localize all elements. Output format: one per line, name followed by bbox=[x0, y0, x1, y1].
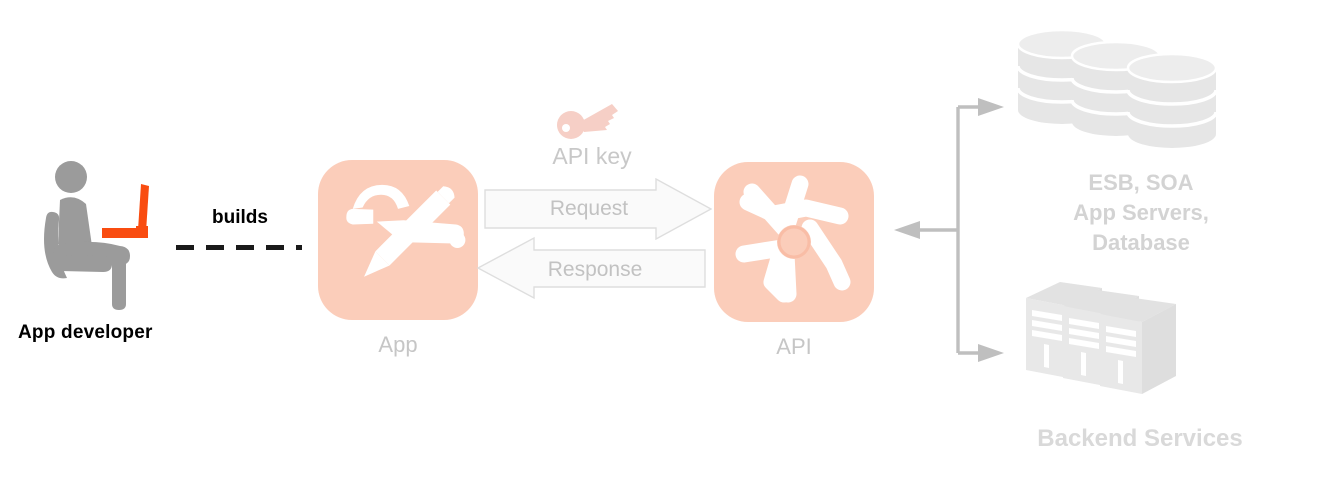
backend-connector-lines bbox=[890, 85, 1010, 375]
server-towers-icon bbox=[1026, 282, 1258, 394]
key-icon bbox=[556, 100, 622, 140]
app-node-label: App bbox=[378, 332, 418, 357]
arrow-right-icon bbox=[484, 177, 713, 241]
arrow-left-icon bbox=[894, 221, 920, 239]
api-hub-star-icon bbox=[735, 175, 851, 303]
builds-dashed-line bbox=[176, 245, 302, 250]
api-node-label: API bbox=[776, 334, 812, 359]
api-node-tile[interactable] bbox=[714, 162, 874, 322]
backend-top-label-line-1: ESB, SOA bbox=[1088, 170, 1194, 195]
app-developer-label: App developer bbox=[18, 322, 153, 343]
backend-top-label-line-3: Database bbox=[1092, 230, 1190, 255]
app-node-tile[interactable] bbox=[318, 160, 478, 320]
database-cylinders-icon bbox=[1016, 28, 1262, 155]
seated-developer-icon bbox=[40, 160, 180, 310]
arrow-up-right-icon bbox=[978, 98, 1004, 116]
builds-label: builds bbox=[212, 207, 268, 228]
backend-bottom-label: Backend Services bbox=[1037, 425, 1243, 452]
api-key-label: API key bbox=[552, 143, 632, 169]
arrow-left-icon bbox=[476, 236, 706, 300]
backend-top-label-line-2: App Servers, bbox=[1073, 200, 1209, 225]
backend-top-label: ESB, SOA App Servers, Database bbox=[1000, 168, 1282, 258]
request-label: Request bbox=[549, 197, 629, 220]
response-label: Response bbox=[547, 258, 643, 281]
wrench-and-pencil-icon bbox=[346, 184, 466, 277]
arrow-down-right-icon bbox=[978, 344, 1004, 362]
